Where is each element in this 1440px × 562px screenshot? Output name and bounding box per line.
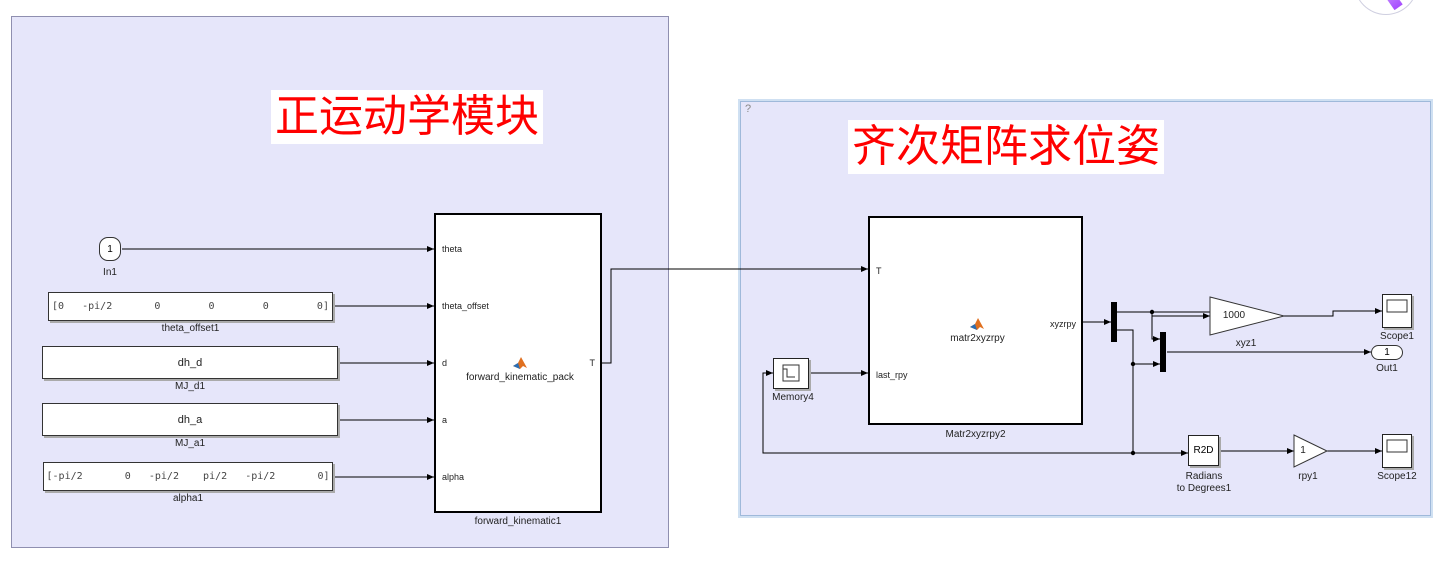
gain-rpy-label: rpy1	[1298, 471, 1318, 482]
outport-out1-label: Out1	[1376, 363, 1398, 374]
fk-function-name: forward_kinematic_pack	[466, 372, 574, 383]
gain-xyz-shape[interactable]	[1209, 296, 1285, 336]
matlab-function-icon	[513, 357, 527, 369]
scope12-block[interactable]	[1382, 434, 1412, 468]
port-theta: theta	[442, 244, 463, 254]
scope1-block[interactable]	[1382, 294, 1412, 328]
inport-in1-label: In1	[103, 267, 117, 278]
gain-xyz-value: 1000	[1222, 310, 1246, 321]
constant-alpha-label: alpha1	[172, 493, 204, 504]
scope-icon	[1386, 299, 1408, 313]
port-d: d	[442, 358, 448, 368]
constant-dh-a[interactable]: dh_a	[42, 403, 338, 436]
memory-block[interactable]	[773, 358, 809, 389]
right-area-title: 齐次矩阵求位姿	[848, 120, 1164, 174]
forward-kinematic-label: forward_kinematic1	[474, 516, 562, 527]
scope12-label: Scope12	[1377, 471, 1417, 482]
wire-to-xyz-gain[interactable]	[1116, 311, 1210, 319]
port-alpha: alpha	[442, 472, 465, 482]
wire-T[interactable]	[601, 266, 868, 364]
matlab-function-icon	[970, 318, 984, 330]
forward-kinematic-block[interactable]: theta theta_offset d a alpha T forward_k…	[434, 213, 602, 513]
gain-xyz-label: xyz1	[1235, 338, 1257, 349]
port-T-out: T	[589, 358, 596, 368]
wire-xyz-to-mux[interactable]	[1151, 312, 1160, 342]
wire-to-r2d[interactable]	[1116, 329, 1188, 456]
port-a: a	[442, 415, 448, 425]
left-area-title: 正运动学模块	[271, 90, 543, 144]
wire-to-scope1[interactable]	[1284, 308, 1382, 317]
gain-rpy-shape[interactable]	[1293, 434, 1329, 468]
outport-out1[interactable]: 1	[1371, 345, 1403, 360]
mux-block[interactable]	[1160, 332, 1166, 372]
constant-dh-d-label: MJ_d1	[174, 381, 205, 392]
constant-alpha[interactable]: [-pi/2 0 -pi/2 pi/2 -pi/2 0]	[43, 462, 333, 491]
inport-in1[interactable]: 1	[99, 237, 121, 261]
port-xyzrpy: xyzrpy	[1049, 319, 1076, 329]
matr-function-name: matr2xyzrpy	[950, 333, 1005, 344]
constant-theta-offset[interactable]: [0 -pi/2 0 0 0 0]	[48, 292, 333, 321]
port-T-in: T	[876, 266, 882, 276]
memory-icon	[782, 364, 800, 382]
help-mark[interactable]: ?	[745, 103, 752, 115]
matr2xyzrpy-label: Matr2xyzrpy2	[945, 429, 1006, 440]
wire-feedback-memory[interactable]	[762, 370, 1133, 454]
gain-rpy-value: 1	[1300, 445, 1306, 456]
scope-icon	[1386, 439, 1408, 453]
r2d-label-line1: Radians	[1185, 471, 1223, 482]
r2d-label-line2: to Degrees1	[1176, 483, 1232, 494]
memory-label: Memory4	[772, 392, 814, 403]
matr2xyzrpy-block[interactable]: T last_rpy xyzrpy matr2xyzrpy	[868, 216, 1083, 425]
r2d-block[interactable]: R2D	[1188, 435, 1219, 466]
constant-dh-d[interactable]: dh_d	[42, 346, 338, 379]
demux-block[interactable]	[1111, 302, 1117, 342]
constant-dh-a-label: MJ_a1	[174, 438, 205, 449]
port-theta-offset: theta_offset	[442, 301, 489, 311]
port-last-rpy: last_rpy	[876, 370, 908, 380]
constant-theta-offset-label: theta_offset1	[161, 323, 220, 334]
scope1-label: Scope1	[1380, 331, 1414, 342]
